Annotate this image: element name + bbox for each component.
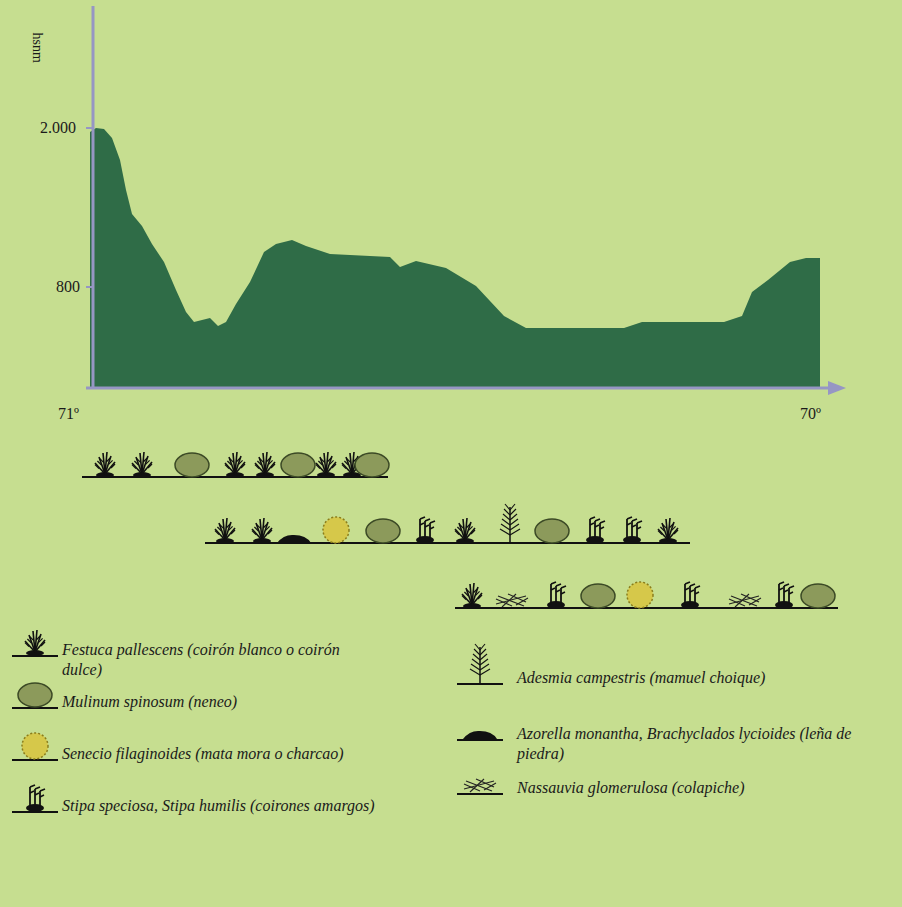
senecio-symbol xyxy=(323,517,349,543)
festuca-symbol xyxy=(225,452,245,478)
legend-text: Stipa speciosa, Stipa humilis (coirones … xyxy=(62,796,382,816)
adesmia-symbol xyxy=(500,504,520,543)
tick xyxy=(86,127,93,129)
plant-symbols xyxy=(95,452,835,609)
festuca-symbol xyxy=(25,630,45,656)
festuca-symbol xyxy=(255,452,275,478)
mulinum-symbol xyxy=(581,584,615,608)
legend-item: Azorella monantha, Brachyclados lycioide… xyxy=(455,724,887,764)
legend-text: Festuca pallescens (coirón blanco o coir… xyxy=(62,640,382,680)
axis-value: 71º xyxy=(58,405,79,423)
stipa-symbol xyxy=(547,582,566,609)
festuca-symbol xyxy=(316,452,336,478)
stipa-symbol xyxy=(586,517,605,544)
mulinum-symbol xyxy=(801,584,835,608)
legend-item: Festuca pallescens (coirón blanco o coir… xyxy=(10,640,382,680)
azorella-symbol xyxy=(277,535,311,543)
mulinum-symbol xyxy=(18,683,52,707)
axis-value: 800 xyxy=(56,278,80,296)
festuca-symbol xyxy=(658,518,678,544)
festuca-symbol xyxy=(252,518,272,544)
legend-item: Nassauvia glomerulosa (colapiche) xyxy=(455,778,887,798)
legend-item: Senecio filaginoides (mata mora o charca… xyxy=(10,744,382,764)
legend-symbol xyxy=(10,668,60,712)
festuca-symbol xyxy=(455,518,475,544)
axis-title: hsnm xyxy=(29,33,44,63)
legend-item: Adesmia campestris (mamuel choique) xyxy=(455,668,887,688)
legend-item: Stipa speciosa, Stipa humilis (coirones … xyxy=(10,796,382,816)
senecio-symbol xyxy=(22,733,48,759)
legend-text: Senecio filaginoides (mata mora o charca… xyxy=(62,744,382,764)
stipa-symbol xyxy=(775,582,794,609)
mulinum-symbol xyxy=(535,519,569,543)
mulinum-symbol xyxy=(281,453,315,477)
nassauvia-symbol xyxy=(496,594,528,607)
stipa-symbol xyxy=(681,582,700,609)
festuca-symbol xyxy=(215,518,235,544)
legend-symbol xyxy=(10,772,60,816)
azorella-symbol xyxy=(463,731,497,739)
legend-item: Mulinum spinosum (neneo) xyxy=(10,692,382,712)
x-axis-arrow xyxy=(828,381,846,395)
axis-value: 2.000 xyxy=(40,119,76,137)
stipa-symbol xyxy=(26,785,45,812)
legend-text: Mulinum spinosum (neneo) xyxy=(62,692,382,712)
axis-value: 70º xyxy=(800,405,821,423)
stipa-symbol xyxy=(416,517,435,544)
nassauvia-symbol xyxy=(464,779,496,792)
mulinum-symbol xyxy=(355,453,389,477)
legend-symbol xyxy=(10,616,60,660)
nassauvia-symbol xyxy=(729,594,761,607)
mulinum-symbol xyxy=(175,453,209,477)
x-axis xyxy=(86,387,830,390)
adesmia-symbol xyxy=(470,644,490,683)
festuca-symbol xyxy=(132,452,152,478)
elevation-profile xyxy=(90,128,820,388)
legend-text: Adesmia campestris (mamuel choique) xyxy=(517,668,887,688)
senecio-symbol xyxy=(627,582,653,608)
mulinum-symbol xyxy=(366,519,400,543)
legend-text: Azorella monantha, Brachyclados lycioide… xyxy=(517,724,887,764)
tick xyxy=(86,286,93,288)
y-axis xyxy=(92,6,95,388)
legend-symbol xyxy=(455,754,505,798)
legend-symbol xyxy=(455,700,505,744)
stipa-symbol xyxy=(623,517,642,544)
legend-symbol xyxy=(455,644,505,688)
legend-text: Nassauvia glomerulosa (colapiche) xyxy=(517,778,887,798)
festuca-symbol xyxy=(462,583,482,609)
legend-symbol xyxy=(10,720,60,764)
festuca-symbol xyxy=(95,452,115,478)
